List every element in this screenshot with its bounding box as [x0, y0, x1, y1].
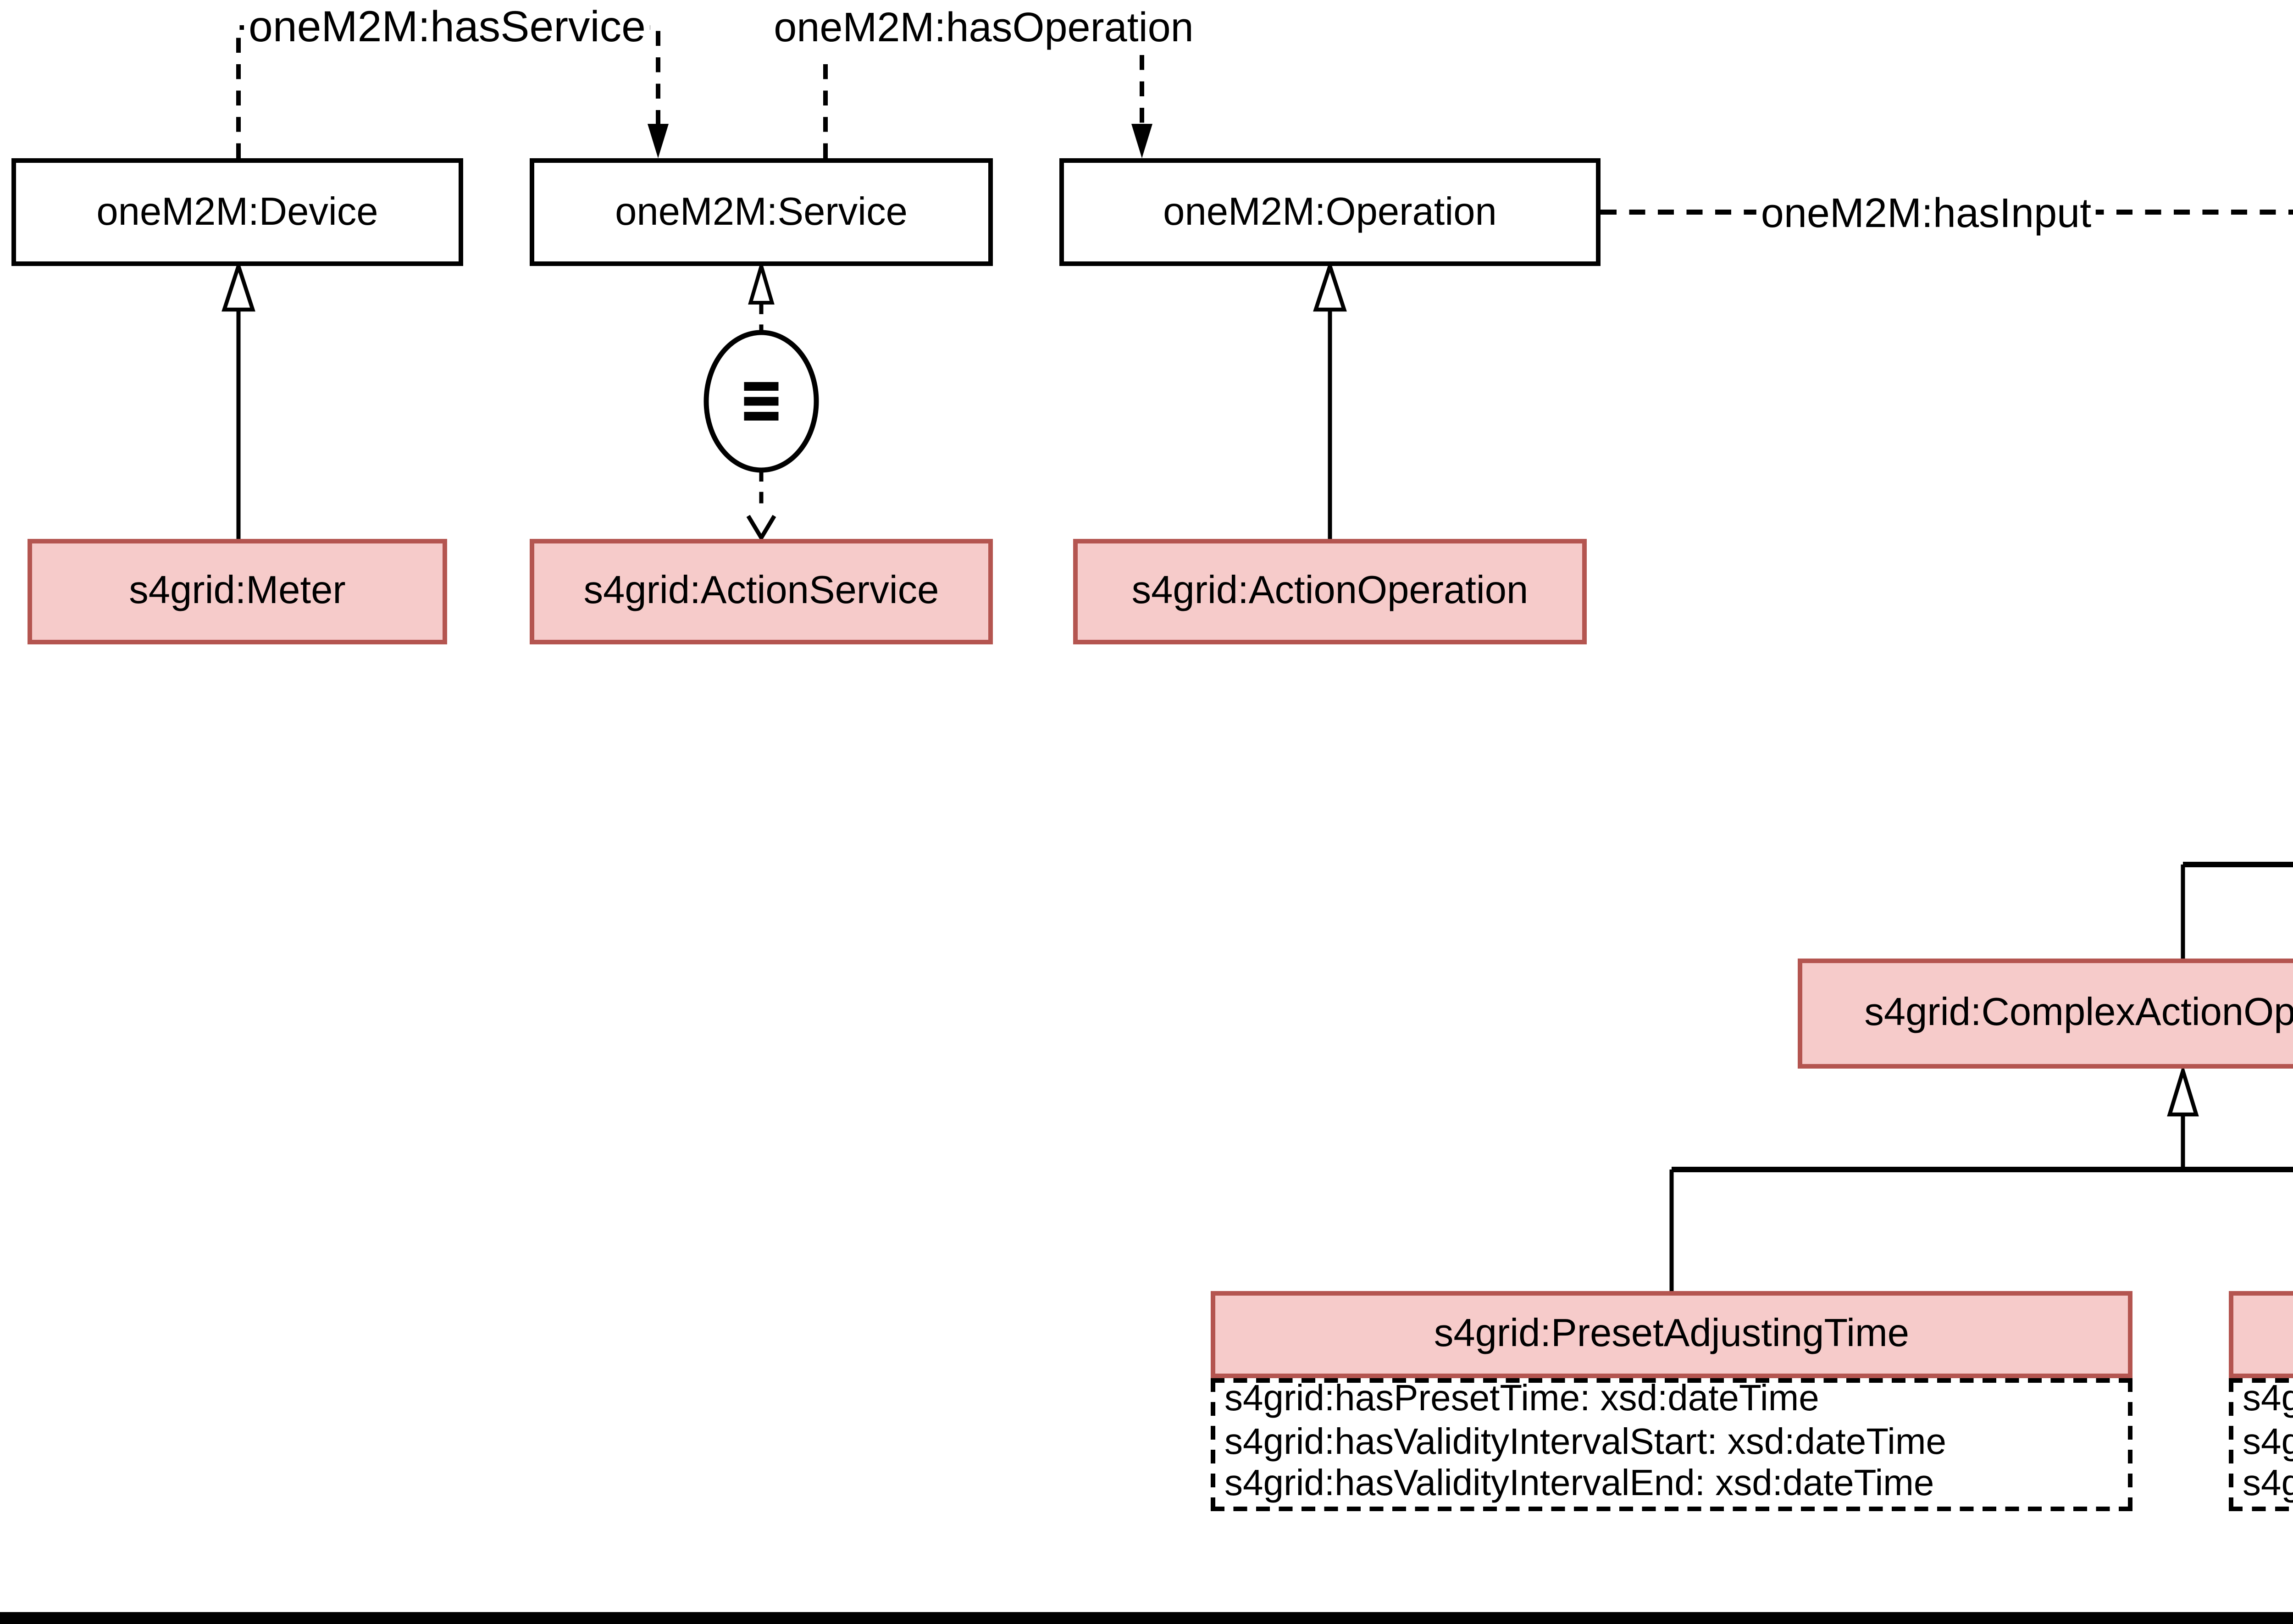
class-box-s4grid-meter: s4grid:Meter	[28, 539, 447, 644]
attribute-line: s4grid:hasIndex: xsd:unsignedShort	[2243, 1381, 2293, 1420]
filled-arrow-down-icon	[1131, 124, 1152, 158]
attribute-box-specialdayentry: s4grid:hasIndex: xsd:unsignedShort s4gri…	[2229, 1378, 2293, 1511]
has-service-edge	[236, 25, 669, 158]
class-box-onem2m-device: oneM2M:Device	[11, 158, 463, 266]
class-box-s4grid-specialdayentry: s4grid:SpecialDayEntry	[2229, 1291, 2293, 1378]
class-box-onem2m-service: oneM2M:Service	[530, 158, 993, 266]
bottom-edge-bar	[0, 1612, 2293, 1624]
equivalence-icon	[703, 330, 819, 473]
hollow-triangle-up-icon	[1313, 260, 1347, 312]
hollow-triangle-up-icon	[222, 260, 255, 312]
attribute-line: s4grid:hasPresetTime: xsd:dateTime	[1224, 1381, 1819, 1420]
subclass-tree-complex-children	[1669, 1064, 2293, 1291]
attribute-line: s4grid:hasSpecialDate: xsd:date	[2243, 1423, 2293, 1463]
class-box-s4grid-actionservice: s4grid:ActionService	[530, 539, 993, 644]
edge-label-has-operation: oneM2M:hasOperation	[769, 5, 1198, 53]
subclass-arrow-actionoperation-operation	[1313, 260, 1347, 539]
hollow-triangle-up-icon	[2167, 1064, 2199, 1117]
attribute-line: s4grid:hasValidityIntervalEnd: xsd:dateT…	[1224, 1466, 1934, 1505]
class-box-onem2m-operation: oneM2M:Operation	[1059, 158, 1601, 266]
edge-label-has-service: oneM2M:hasService	[244, 5, 651, 55]
attribute-line: s4grid:hasValidityIntervalStart: xsd:dat…	[1224, 1423, 1947, 1463]
filled-arrow-down-icon	[648, 124, 669, 158]
open-chevron-down-icon	[746, 515, 776, 542]
open-triangle-up-icon	[748, 259, 775, 305]
class-box-s4grid-actionoperation: s4grid:ActionOperation	[1073, 539, 1587, 644]
attribute-box-presetadjustingtime: s4grid:hasPresetTime: xsd:dateTime s4gri…	[1211, 1378, 2132, 1511]
subclass-tree-cosem-children	[2181, 862, 2293, 959]
has-operation-edge	[823, 25, 1152, 158]
edge-label-has-input: oneM2M:hasInput	[1756, 190, 2096, 238]
equivalence-edge	[703, 259, 819, 542]
subclass-arrow-meter-device	[222, 260, 255, 539]
class-box-s4grid-complexactionoperationinput: s4grid:ComplexActionOperationInput	[1798, 959, 2293, 1069]
attribute-line: s4grid:hasDayId: xsd:int	[2243, 1466, 2293, 1505]
class-box-s4grid-presetadjustingtime: s4grid:PresetAdjustingTime	[1211, 1291, 2132, 1378]
